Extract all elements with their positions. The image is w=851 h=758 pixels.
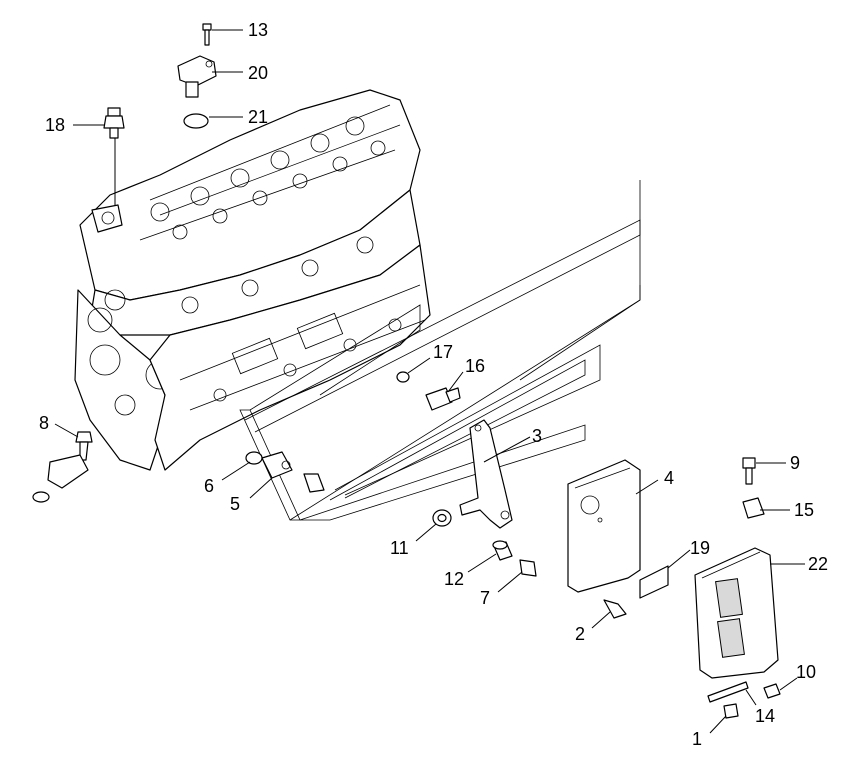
callout-4: 4 [664, 468, 674, 488]
callout-12: 12 [444, 569, 464, 589]
callout-18: 18 [45, 115, 65, 135]
callout-19: 19 [690, 538, 710, 558]
part-14-stud [707, 681, 749, 703]
part-22-ecu [694, 547, 779, 679]
part-5-sensor [261, 451, 325, 493]
callout-15: 15 [794, 500, 814, 520]
callout-7: 7 [480, 588, 490, 608]
part-1-screw [723, 703, 739, 719]
callout-10: 10 [796, 662, 816, 682]
callout-22: 22 [808, 554, 828, 574]
part-3-bracket [459, 419, 513, 529]
part-9-bolt [742, 457, 756, 485]
part-4-cover-plate [567, 459, 641, 593]
part-10-screw [763, 683, 781, 699]
part-8-fitting [32, 431, 93, 503]
part-7-screw [519, 559, 537, 577]
part-21-o-ring [183, 113, 209, 129]
part-11-grommet [432, 509, 452, 527]
leader-lines [54, 29, 805, 734]
callout-9: 9 [790, 453, 800, 473]
callouts: 13 20 21 18 17 16 8 3 4 9 6 5 15 19 22 1… [39, 20, 828, 749]
callout-2: 2 [575, 624, 585, 644]
assembly-arrow [239, 180, 641, 521]
engine-block [74, 89, 431, 471]
callout-21: 21 [248, 107, 268, 127]
callout-16: 16 [465, 356, 485, 376]
callout-8: 8 [39, 413, 49, 433]
part-13-bolt [202, 23, 212, 46]
callout-5: 5 [230, 494, 240, 514]
part-20-sensor [177, 55, 217, 98]
part-2-screw [603, 599, 627, 619]
callout-1: 1 [692, 729, 702, 749]
part-19-label [639, 565, 669, 599]
part-15-spacer [742, 497, 765, 519]
callout-20: 20 [248, 63, 268, 83]
callout-6: 6 [204, 476, 214, 496]
part-18-temp-sensor [103, 107, 125, 139]
part-6-o-ring [245, 451, 263, 465]
callout-14: 14 [755, 706, 775, 726]
part-17-o-ring [396, 371, 410, 383]
callout-13: 13 [248, 20, 268, 40]
callout-17: 17 [433, 342, 453, 362]
part-12-spacer [492, 540, 513, 561]
callout-11: 11 [390, 538, 409, 558]
part-16-sensor [425, 387, 461, 411]
callout-3: 3 [532, 426, 542, 446]
